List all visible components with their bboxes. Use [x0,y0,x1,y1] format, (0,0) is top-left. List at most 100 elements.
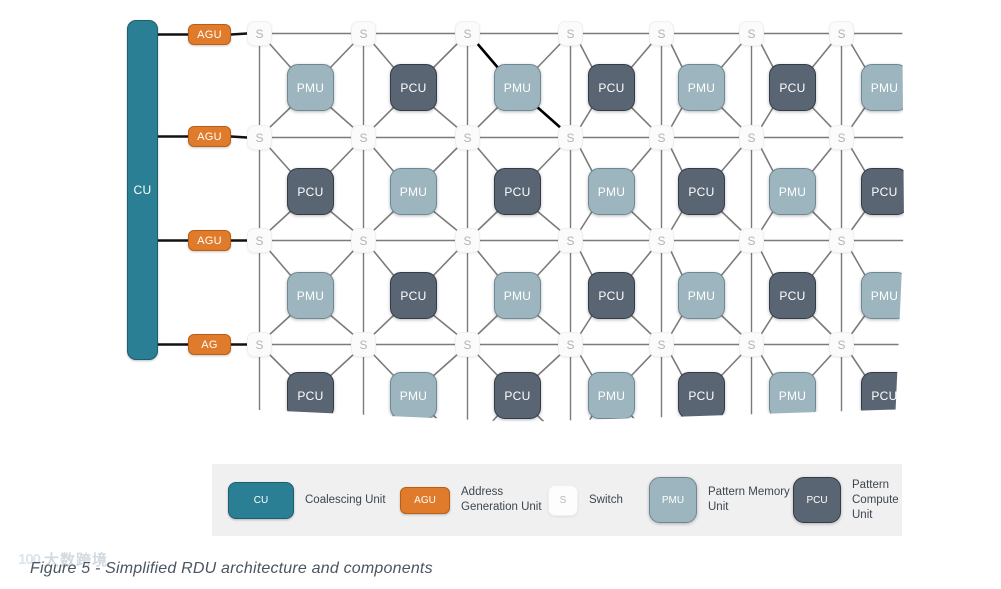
switch-node[interactable]: S [351,228,376,253]
pcu-tile[interactable]: PCU [390,272,437,319]
legend-label-pcu: Pattern Compute Unit [852,478,899,521]
switch-node[interactable]: S [829,332,854,357]
switch-node[interactable]: S [351,21,376,46]
switch-node[interactable]: S [558,125,583,150]
tile-switch-link [431,313,460,337]
diagram-right-clip-mask [894,0,1001,445]
switch-node[interactable]: S [455,125,480,150]
switch-node[interactable]: S [455,21,480,46]
pcu-tile[interactable]: PCU [588,272,635,319]
pmu-tile[interactable]: PMU [494,64,541,111]
pmu-tile[interactable]: PMU [769,372,816,419]
pmu-tile[interactable]: PMU [390,168,437,215]
switch-node[interactable]: S [739,21,764,46]
pcu-tile[interactable]: PCU [287,372,334,419]
switch-node[interactable]: S [649,332,674,357]
switch-node[interactable]: S [455,332,480,357]
pcu-tile[interactable]: PCU [678,168,725,215]
pcu-tile[interactable]: PCU [494,372,541,419]
agu-block[interactable]: AGU [188,126,231,147]
agu-block[interactable]: AGU [188,24,231,45]
tile-switch-link [578,209,594,233]
switch-node[interactable]: S [829,228,854,253]
switch-node[interactable]: S [558,332,583,357]
legend-swatch-pmu: PMU [649,477,697,523]
tile-switch-link [535,352,563,378]
agu-label: AG [201,338,218,351]
tile-switch-link [810,352,834,378]
switch-node[interactable]: S [351,125,376,150]
pmu-tile[interactable]: PMU [287,64,334,111]
tile-switch-link [810,209,834,233]
tile-switch-link [475,352,500,378]
tile-switch-link [371,105,396,130]
tile-switch-link [328,145,356,174]
tile-switch-link [267,41,293,70]
agu-block[interactable]: AG [188,334,231,355]
tile-switch-link [371,248,396,278]
tile-switch-link [475,248,500,278]
agu-block[interactable]: AGU [188,230,231,251]
tile-switch-link [475,313,500,337]
tile-switch-link [719,248,744,278]
tile-switch-link [535,209,563,233]
pmu-label: PMU [687,80,716,95]
tile-switch-link [328,248,356,278]
pcu-label: PCU [400,288,427,303]
pmu-label: PMU [870,288,899,303]
switch-node[interactable]: S [351,332,376,357]
tile-switch-link [535,145,563,174]
switch-node[interactable]: S [739,332,764,357]
pcu-tile[interactable]: PCU [678,372,725,419]
pmu-tile[interactable]: PMU [861,64,908,111]
switch-node[interactable]: S [455,228,480,253]
tile-switch-link-highlighted [534,104,564,131]
tile-switch-link [578,41,594,70]
switch-node[interactable]: S [247,21,272,46]
agu-switch-link [229,135,249,139]
switch-node[interactable]: S [739,125,764,150]
pmu-tile[interactable]: PMU [494,272,541,319]
pmu-tile[interactable]: PMU [390,372,437,419]
pcu-label: PCU [297,388,324,403]
tile-switch-link [629,145,654,174]
legend-label-switch: Switch [589,493,623,506]
pmu-tile[interactable]: PMU [287,272,334,319]
tile-switch-link [578,105,594,130]
switch-node[interactable]: S [247,125,272,150]
switch-node[interactable]: S [247,228,272,253]
agu-switch-link [229,32,249,36]
switch-node[interactable]: S [558,228,583,253]
pcu-tile[interactable]: PCU [494,168,541,215]
pcu-tile[interactable]: PCU [588,64,635,111]
switch-node[interactable]: S [739,228,764,253]
pcu-tile[interactable]: PCU [769,64,816,111]
tile-switch-link [849,313,867,337]
switch-node[interactable]: S [247,332,272,357]
tile-switch-link [669,209,684,233]
cu-block[interactable]: CU [127,20,158,360]
pcu-tile[interactable]: PCU [769,272,816,319]
pcu-label: PCU [504,184,531,199]
switch-node[interactable]: S [829,125,854,150]
switch-node[interactable]: S [649,228,674,253]
pmu-tile[interactable]: PMU [678,64,725,111]
switch-node[interactable]: S [649,21,674,46]
tile-switch-link [669,352,684,378]
switch-node[interactable]: S [829,21,854,46]
tile-switch-link [267,352,293,378]
tile-switch-link [669,248,684,278]
switch-node[interactable]: S [649,125,674,150]
tile-switch-link [849,248,867,278]
pcu-tile[interactable]: PCU [390,64,437,111]
pmu-tile[interactable]: PMU [588,168,635,215]
tile-switch-link [475,105,500,130]
pmu-tile[interactable]: PMU [588,372,635,419]
pcu-tile[interactable]: PCU [287,168,334,215]
pmu-tile[interactable]: PMU [678,272,725,319]
switch-node[interactable]: S [558,21,583,46]
pcu-tile[interactable]: PCU [861,168,908,215]
pmu-tile[interactable]: PMU [769,168,816,215]
agu-label: AGU [197,130,222,143]
